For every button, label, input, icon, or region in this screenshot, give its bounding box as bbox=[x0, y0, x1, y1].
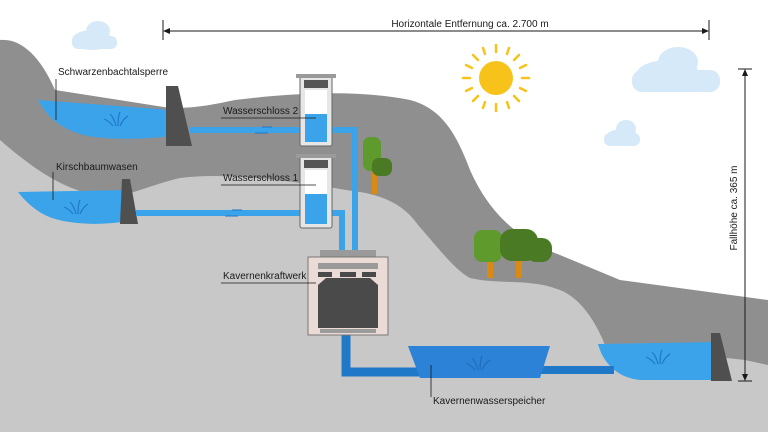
tree-icon bbox=[474, 230, 502, 278]
head-height-label: Fallhöhe ca. 365 m bbox=[729, 165, 740, 250]
power-station bbox=[307, 250, 389, 336]
cloud-icon bbox=[604, 120, 640, 146]
power-station-label: Kavernenkraftwerk bbox=[223, 271, 307, 282]
surge-tank-2 bbox=[296, 74, 336, 147]
horizontal-dimension bbox=[162, 20, 710, 40]
surge-tank-2-label: Wasserschloss 2 bbox=[223, 106, 299, 117]
middle-dam bbox=[120, 179, 138, 224]
tree-icon bbox=[500, 229, 552, 278]
tree-icon bbox=[363, 137, 392, 194]
middle-dam-label: Kirschbaumwasen bbox=[56, 162, 138, 173]
vertical-dimension bbox=[738, 68, 752, 382]
tunnel-flow-marks bbox=[225, 126, 272, 217]
reed-icon bbox=[465, 355, 491, 371]
cloud-icon bbox=[72, 21, 117, 50]
storage-cavern bbox=[408, 346, 550, 378]
reed-icon bbox=[645, 349, 671, 365]
cloud-icon bbox=[632, 47, 720, 92]
lower-dam bbox=[711, 333, 732, 381]
horizontal-distance-label: Horizontale Entfernung ca. 2.700 m bbox=[391, 19, 548, 30]
upper-dam bbox=[166, 86, 192, 146]
upper-dam-label: Schwarzenbachtalsperre bbox=[58, 67, 168, 78]
storage-cavern-label: Kavernenwasserspeicher bbox=[433, 396, 546, 407]
reed-icon bbox=[103, 111, 129, 127]
surge-tank-1-label: Wasserschloss 1 bbox=[223, 173, 299, 184]
surge-tank-1 bbox=[296, 154, 336, 229]
leader-lines bbox=[52, 79, 432, 397]
outlet-pipe bbox=[341, 328, 420, 377]
sun-icon bbox=[461, 43, 531, 113]
reed-icon bbox=[63, 199, 89, 215]
